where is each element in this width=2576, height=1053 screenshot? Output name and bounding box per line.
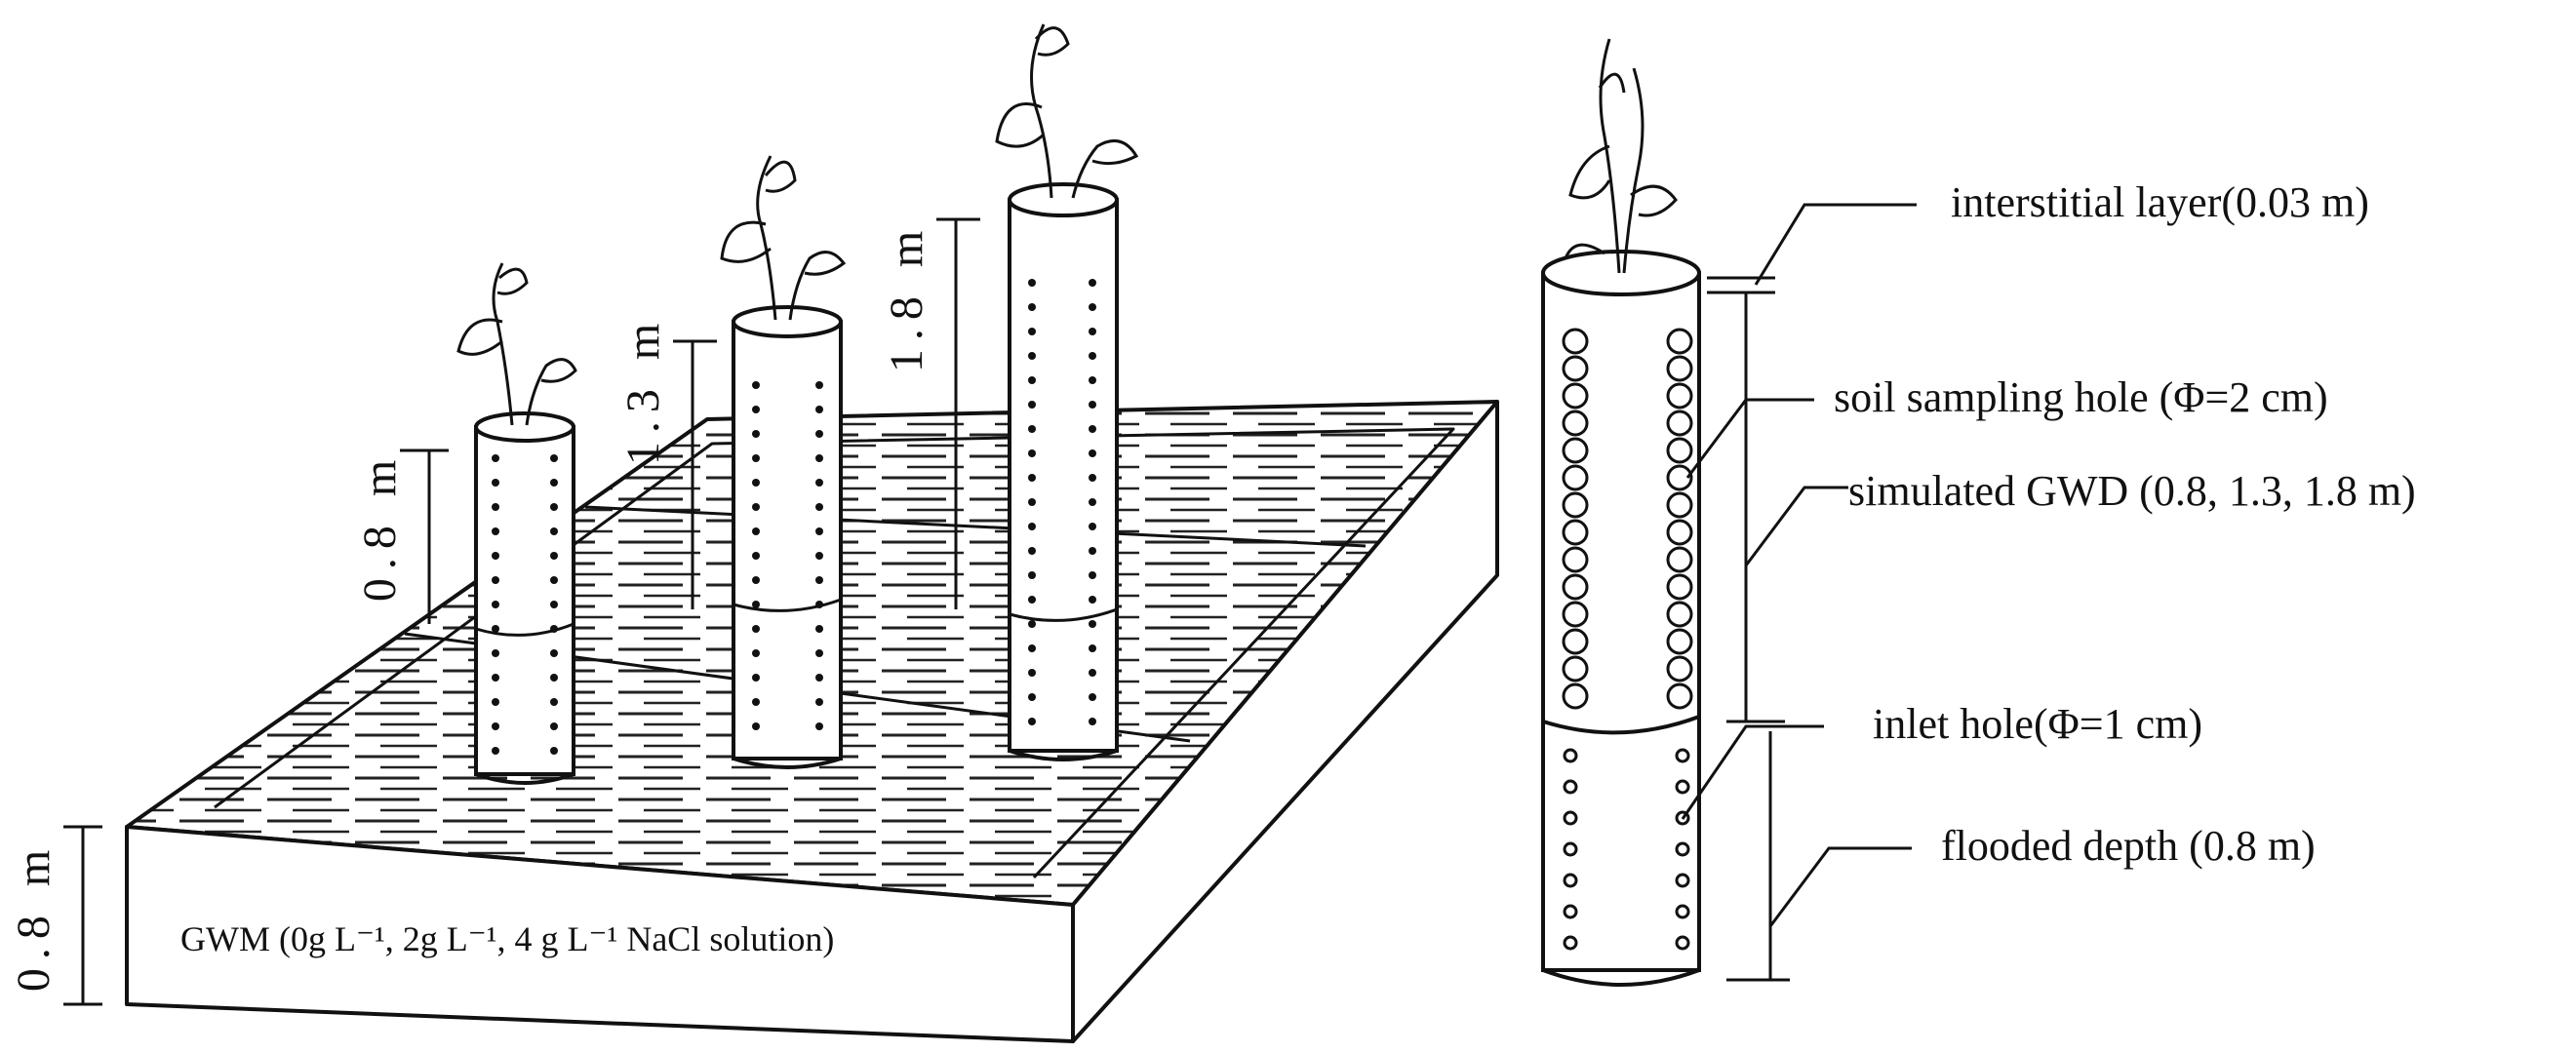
- plant-seedling-icon: [995, 23, 1139, 199]
- column-holes: [1028, 279, 1096, 725]
- scale-label-tall: 1.8 m: [881, 222, 932, 372]
- detail-dimension-lines: [1707, 276, 1790, 982]
- scale-label-short: 0.8 m: [354, 451, 406, 602]
- scale-label-tank: 0.8 m: [8, 841, 59, 992]
- scale-label-medium: 1.3 m: [617, 315, 669, 465]
- inlet-holes: [1563, 748, 1690, 951]
- tank-solution-label: GWM (0g L⁻¹, 2g L⁻¹, 4 g L⁻¹ NaCl soluti…: [180, 919, 834, 958]
- callout-soil-sampling-hole: soil sampling hole (Φ=2 cm): [1834, 373, 2328, 421]
- plant-seedling-icon: [456, 262, 577, 426]
- detail-soil-column: [1541, 38, 1701, 987]
- plant-seedling-icon: [720, 155, 847, 321]
- callout-inlet-hole: inlet hole(Φ=1 cm): [1873, 700, 2202, 748]
- column-holes: [752, 381, 823, 730]
- soil-column-tall: [995, 23, 1139, 761]
- callout-interstitial-layer: interstitial layer(0.03 m): [1951, 178, 2369, 226]
- soil-column-short: [456, 262, 577, 785]
- column-holes: [492, 454, 558, 755]
- scale-bars: [63, 217, 980, 1006]
- soil-column-medium: [720, 155, 847, 769]
- callout-leaders: [1681, 203, 1917, 927]
- soil-sampling-holes: [1562, 328, 1693, 710]
- callout-flooded-depth: flooded depth (0.8 m): [1941, 822, 2316, 870]
- callout-simulated-gwd: simulated GWD (0.8, 1.3, 1.8 m): [1848, 467, 2416, 515]
- plant-seedling-icon: [1564, 38, 1678, 274]
- tank-right-wall: [1071, 400, 1499, 1043]
